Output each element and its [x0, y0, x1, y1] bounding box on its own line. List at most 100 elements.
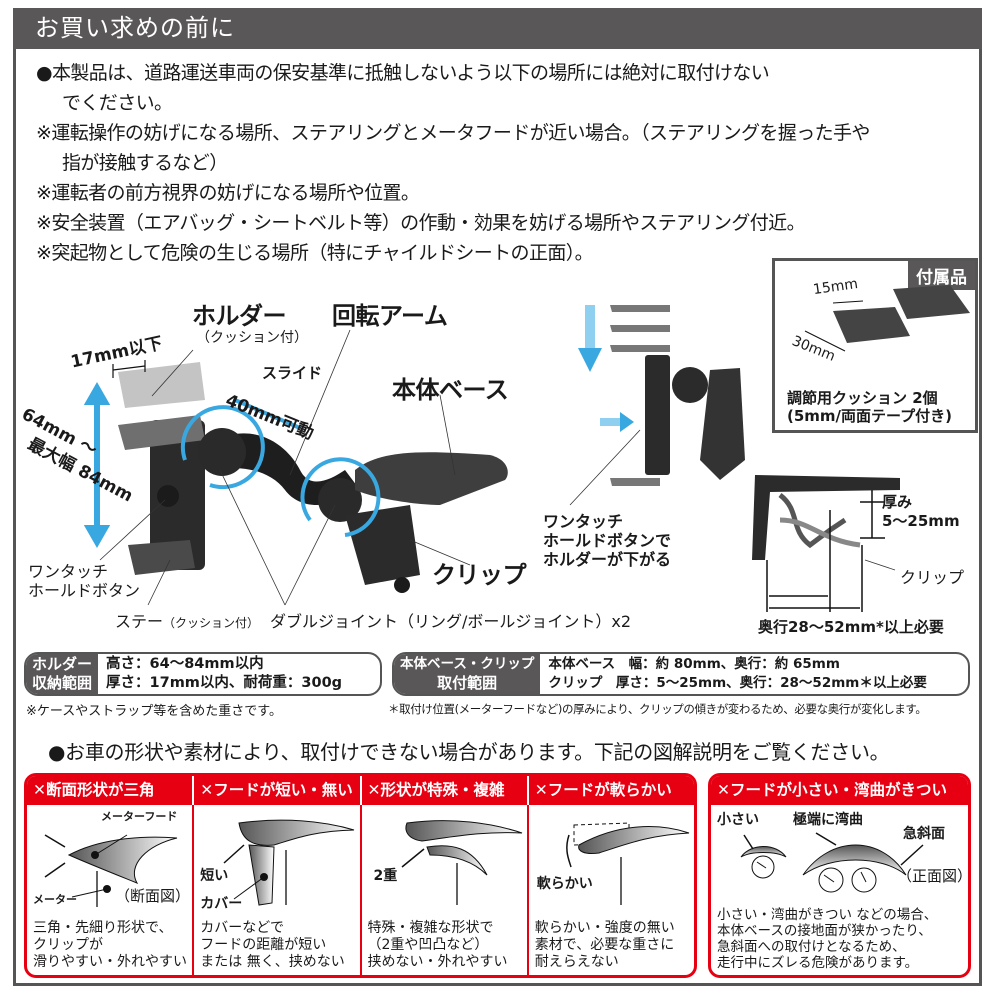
hold-button — [157, 485, 179, 507]
case-title: ✕断面形状が三角 — [33, 781, 155, 799]
meter-hood-label: メーターフード — [101, 810, 178, 823]
cases-body: メーターフード メーター （断面図） 三角・先細り形状で、 クリップが 滑りやす… — [27, 805, 694, 975]
case-caption: 軟らかい・強度の無い 素材で、必要な重さに 耐えらえない — [535, 920, 675, 971]
case-small-curved-body: 小さい 極端に湾曲 急斜面 （正面図） 小さい・湾曲がきつい などの場合、 本体… — [711, 805, 968, 975]
warning-item: ※突起物として危険の生じる場所（特にチャイルドシートの正面）。 — [36, 242, 594, 264]
front-view-label: （正面図） — [897, 867, 971, 885]
case-short-hood: 短い カバー カバーなどで フードの距離が短い または 無く、挟めない — [192, 805, 359, 975]
holder-spec-val-2: 厚さ：17mm以内、耐荷重：300g — [106, 675, 343, 691]
cover-label: カバー — [200, 896, 243, 912]
rotate-arrow-1 — [180, 405, 265, 490]
caption-line: クリップが — [33, 937, 103, 953]
case-caption: 三角・先細り形状で、 クリップが 滑りやすい・外れやすい — [33, 920, 187, 971]
holder-sub-label: （クッション付） — [196, 330, 308, 346]
caption-line: 滑りやすい・外れやすい — [33, 954, 187, 970]
caption-line: 挟めない・外れやすい — [367, 954, 508, 970]
case-complex-shape: 2重 特殊・複雑な形状で （2重や凹凸など） 挟めない・外れやすい — [359, 805, 527, 975]
spec-note-right: ＊取付け位置(メーターフードなど)の厚みにより、クリップの傾きが変わるため、必要… — [388, 702, 927, 716]
side-clip-jaw-ghost — [779, 517, 861, 548]
double-label: 2重 — [373, 868, 398, 884]
case-title: ✕フードが小さい・湾曲がきつい — [717, 781, 947, 799]
warning-item: ※運転者の前方視界の妨げになる場所や位置。 — [36, 182, 420, 204]
holder-spec-key: ホルダー 収納範囲 — [26, 654, 99, 694]
short-hood-diagram — [223, 819, 355, 906]
button-note-line-2: ホールドボタンで — [543, 531, 672, 550]
thickness-label: 厚み 5～25mm — [882, 493, 960, 531]
slide-arrow — [234, 398, 301, 430]
extreme-curve-label: 極端に湾曲 — [793, 812, 863, 828]
holder-stay — [128, 540, 195, 575]
page-title: お買い求めの前に — [13, 8, 982, 49]
complex-hood-diagram — [401, 820, 522, 905]
case-triangle: メーターフード メーター （断面図） 三角・先細り形状で、 クリップが 滑りやす… — [27, 805, 192, 975]
caption-line: または 無く、挟めない — [200, 954, 345, 970]
side-arm — [700, 368, 745, 480]
button-note-line-1: ワンタッチ — [543, 512, 624, 531]
warning-item: ※運転操作の妨げになる場所、ステアリングとメータフードが近い場合。（ステアリング… — [36, 122, 870, 144]
holder-spec-val-1: 高さ：64～84mm以内 — [106, 656, 264, 672]
base-spec-key-2: 取付範囲 — [437, 674, 498, 692]
joint-1 — [198, 428, 246, 476]
side-joint — [672, 367, 708, 403]
accessory-caption: 調節用クッション 2個 (5mm/両面テープ付き) — [787, 389, 952, 425]
accessory-box: 付属品 15mm 30mm 調節用クッション 2個 (5mm/両面テープ付き) — [772, 258, 978, 433]
stay-label: ステー（クッション付） — [115, 608, 259, 632]
height-arrow — [83, 381, 111, 549]
clip-knob — [394, 577, 410, 593]
case-caption: 小さい・湾曲がきつい などの場合、 本体ベースの接地面が狭かったり、 急斜面への… — [717, 907, 937, 971]
cushion-1 — [833, 307, 910, 343]
side-clip-label: クリップ — [900, 568, 965, 587]
caption-line: カバーなどで — [200, 920, 284, 936]
body-base-label: 本体ベース — [392, 376, 509, 404]
case-caption: カバーなどで フードの距離が短い または 無く、挟めない — [200, 920, 344, 971]
stay-text: ステー — [115, 612, 164, 631]
caption-line: 軟らかい・強度の無い — [534, 920, 675, 936]
warning-main: ●本製品は、道路運送車両の保安基準に抵触しないよう以下の場所には絶対に取付けない — [36, 62, 770, 84]
front-view-diagram — [740, 832, 924, 893]
joint-2 — [318, 478, 362, 522]
case-title: ✕フードが軟らかい — [526, 776, 694, 805]
slide-label: スライド — [262, 364, 323, 382]
caption-line: 走行中にズレる危険があります。 — [717, 955, 919, 971]
cushion-illustration — [804, 285, 970, 352]
base-spec-val-1: 本体ベース 幅：約 80mm、奥行：約 65mm — [548, 656, 840, 672]
caption-line: 耐えらえない — [534, 954, 619, 970]
double-joint-label: ダブルジョイント（リング/ボールジョイント）x2 — [270, 612, 632, 631]
holder-spec-values: 高さ：64～84mm以内 厚さ：17mm以内、耐荷重：300g — [98, 654, 350, 694]
one-touch-line-1: ワンタッチ — [28, 562, 109, 581]
one-touch-label: ワンタッチ ホールドボタン — [28, 562, 140, 600]
base-spec-key: 本体ベース・クリップ 取付範囲 — [394, 654, 541, 694]
down-arrow — [578, 305, 602, 372]
case-title: ✕形状が特殊・複雑 — [359, 776, 527, 805]
cross-section-label: （断面図） — [115, 887, 191, 905]
body-base — [355, 452, 508, 505]
one-touch-line-2: ホールドボタン — [28, 581, 141, 600]
rotating-arm-label: 回転アーム — [332, 302, 448, 330]
caption-line: （2重や凹凸など） — [367, 937, 489, 953]
holder-spec: ホルダー 収納範囲 高さ：64～84mm以内 厚さ：17mm以内、耐荷重：300… — [24, 652, 382, 696]
cases-header: ✕断面形状が三角 ✕フードが短い・無い ✕形状が特殊・複雑 ✕フードが軟らかい — [27, 776, 694, 805]
cases-panel: ✕断面形状が三角 ✕フードが短い・無い ✕形状が特殊・複雑 ✕フードが軟らかい … — [24, 773, 697, 978]
caption-line: フードの距離が短い — [200, 937, 327, 953]
case-small-curved-header: ✕フードが小さい・湾曲がきつい — [711, 776, 968, 805]
soft-hood-diagram — [565, 822, 689, 905]
base-spec-key-1: 本体ベース・クリップ — [400, 656, 535, 672]
base-spec-val-2: クリップ 厚さ：5～25mm、奥行：28～52mm＊以上必要 — [548, 675, 927, 691]
caution-line: ●お車の形状や素材により、取付けできない場合があります。下記の図解説明をご覧くだ… — [48, 740, 890, 764]
side-base — [752, 475, 900, 560]
push-arrow — [600, 412, 634, 432]
base-spec: 本体ベース・クリップ 取付範囲 本体ベース 幅：約 80mm、奥行：約 65mm… — [392, 652, 970, 696]
case-small-curved: ✕フードが小さい・湾曲がきつい 小さい 極端に湾曲 急斜面 （正面図） 小さい・… — [708, 773, 971, 978]
meter-label: メーター — [33, 893, 77, 906]
caption-line: 本体ベースの接地面が狭かったり、 — [717, 923, 932, 939]
case-title: ✕フードが短い・無い — [192, 776, 359, 805]
depth-label: 奥行28～52mm*以上必要 — [758, 618, 944, 636]
small-label: 小さい — [717, 812, 759, 828]
caption-line: 急斜面への取付けとなるため、 — [717, 939, 906, 955]
caption-line: 三角・先細り形状で、 — [33, 920, 173, 936]
clip-label: クリップ — [432, 561, 527, 589]
spec-note-left: ※ケースやストラップ等を含めた重さです。 — [26, 704, 282, 719]
leader-lines — [99, 329, 471, 606]
